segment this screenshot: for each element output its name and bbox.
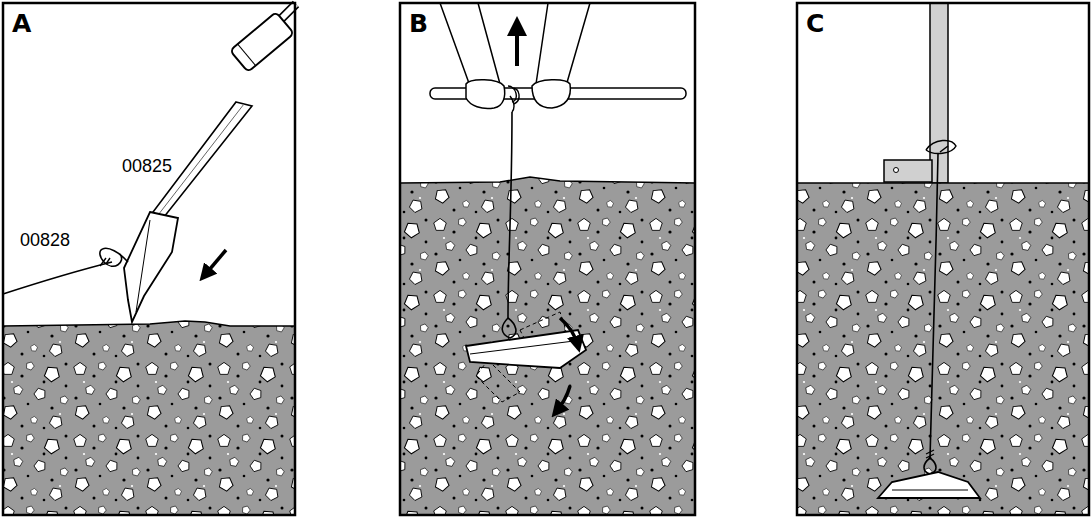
panel-frame xyxy=(3,3,295,515)
panel-letter: C xyxy=(806,10,824,38)
earth-anchor xyxy=(136,220,150,312)
anchor-cable xyxy=(3,248,128,294)
earth-anchor xyxy=(124,212,178,322)
callout-number: 00825 xyxy=(122,157,172,177)
hammer-head xyxy=(230,12,294,72)
panel-frame xyxy=(797,3,1089,515)
panel-letter: A xyxy=(12,10,31,38)
rotation-arrow xyxy=(560,318,578,346)
ground xyxy=(797,183,1089,515)
anchor-rotation-ghost xyxy=(476,360,520,402)
panel-c xyxy=(797,3,1089,515)
earth-anchor xyxy=(470,340,582,354)
pull-arrow xyxy=(515,24,519,66)
post xyxy=(930,3,948,183)
base-bracket xyxy=(884,160,932,182)
cable-clamp xyxy=(926,450,934,458)
rotation-arrow xyxy=(556,386,570,412)
cable-loop xyxy=(924,458,936,474)
earth-anchor xyxy=(892,490,968,491)
panel-b xyxy=(400,3,695,515)
panel-frame xyxy=(400,3,695,515)
bolt-hole xyxy=(894,168,899,173)
anchor-cable xyxy=(930,154,938,458)
hand xyxy=(532,80,570,108)
cable-clamp xyxy=(100,258,110,266)
panel-a xyxy=(3,3,296,515)
direction-arrow xyxy=(204,250,226,276)
callout-number: 00828 xyxy=(20,231,70,251)
earth-anchor xyxy=(466,330,586,368)
earth-anchor xyxy=(878,472,980,498)
hand xyxy=(466,80,505,109)
panel-frame xyxy=(3,3,295,515)
anchor-cable xyxy=(508,112,512,318)
cable-loop xyxy=(502,318,516,338)
ground xyxy=(3,321,295,515)
rope-wrap xyxy=(508,86,519,112)
panel-letter: B xyxy=(409,10,428,38)
panel-frame xyxy=(400,3,695,515)
cable-tie xyxy=(926,140,956,153)
arms xyxy=(440,3,590,86)
panel-frame xyxy=(797,3,1089,515)
ground xyxy=(400,177,695,515)
